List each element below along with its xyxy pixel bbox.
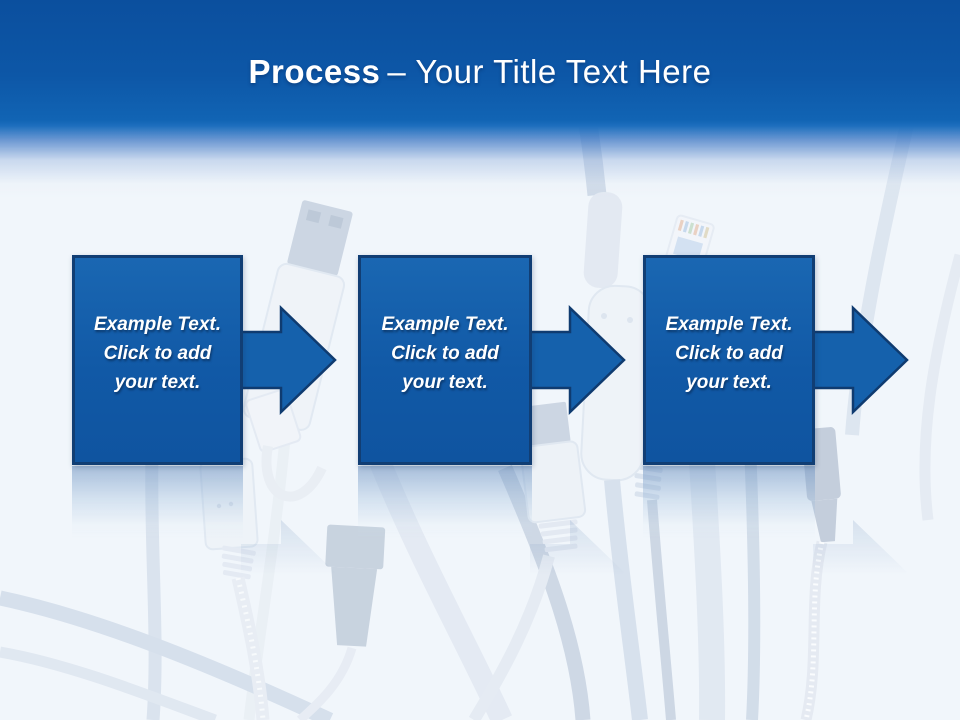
process-step-box-3[interactable]: Example Text. Click to add your text. (643, 255, 815, 465)
slide-title-rest: – Your Title Text Here (387, 53, 712, 90)
process-arrow-2 (528, 305, 626, 415)
box-reflection (72, 466, 243, 540)
process-arrow-1 (239, 305, 337, 415)
process-step-box-2[interactable]: Example Text. Click to add your text. (358, 255, 532, 465)
header-gradient (0, 0, 960, 200)
usb-a-plug-center (519, 401, 587, 553)
process-arrow-3 (811, 305, 909, 415)
box-reflection (643, 466, 815, 540)
arrow-reflection (530, 520, 624, 624)
arrow-reflection (241, 520, 335, 624)
slide-title-keyword: Process (248, 53, 381, 90)
process-step-box-1[interactable]: Example Text. Click to add your text. (72, 255, 243, 465)
step-text: Example Text. Click to add your text. (381, 313, 509, 393)
slide-title: Process– Your Title Text Here (0, 53, 960, 91)
step-text: Example Text. Click to add your text. (93, 313, 222, 393)
arrow-reflection (813, 520, 907, 624)
step-text: Example Text. Click to add your text. (665, 313, 793, 393)
box-reflection (358, 466, 532, 540)
